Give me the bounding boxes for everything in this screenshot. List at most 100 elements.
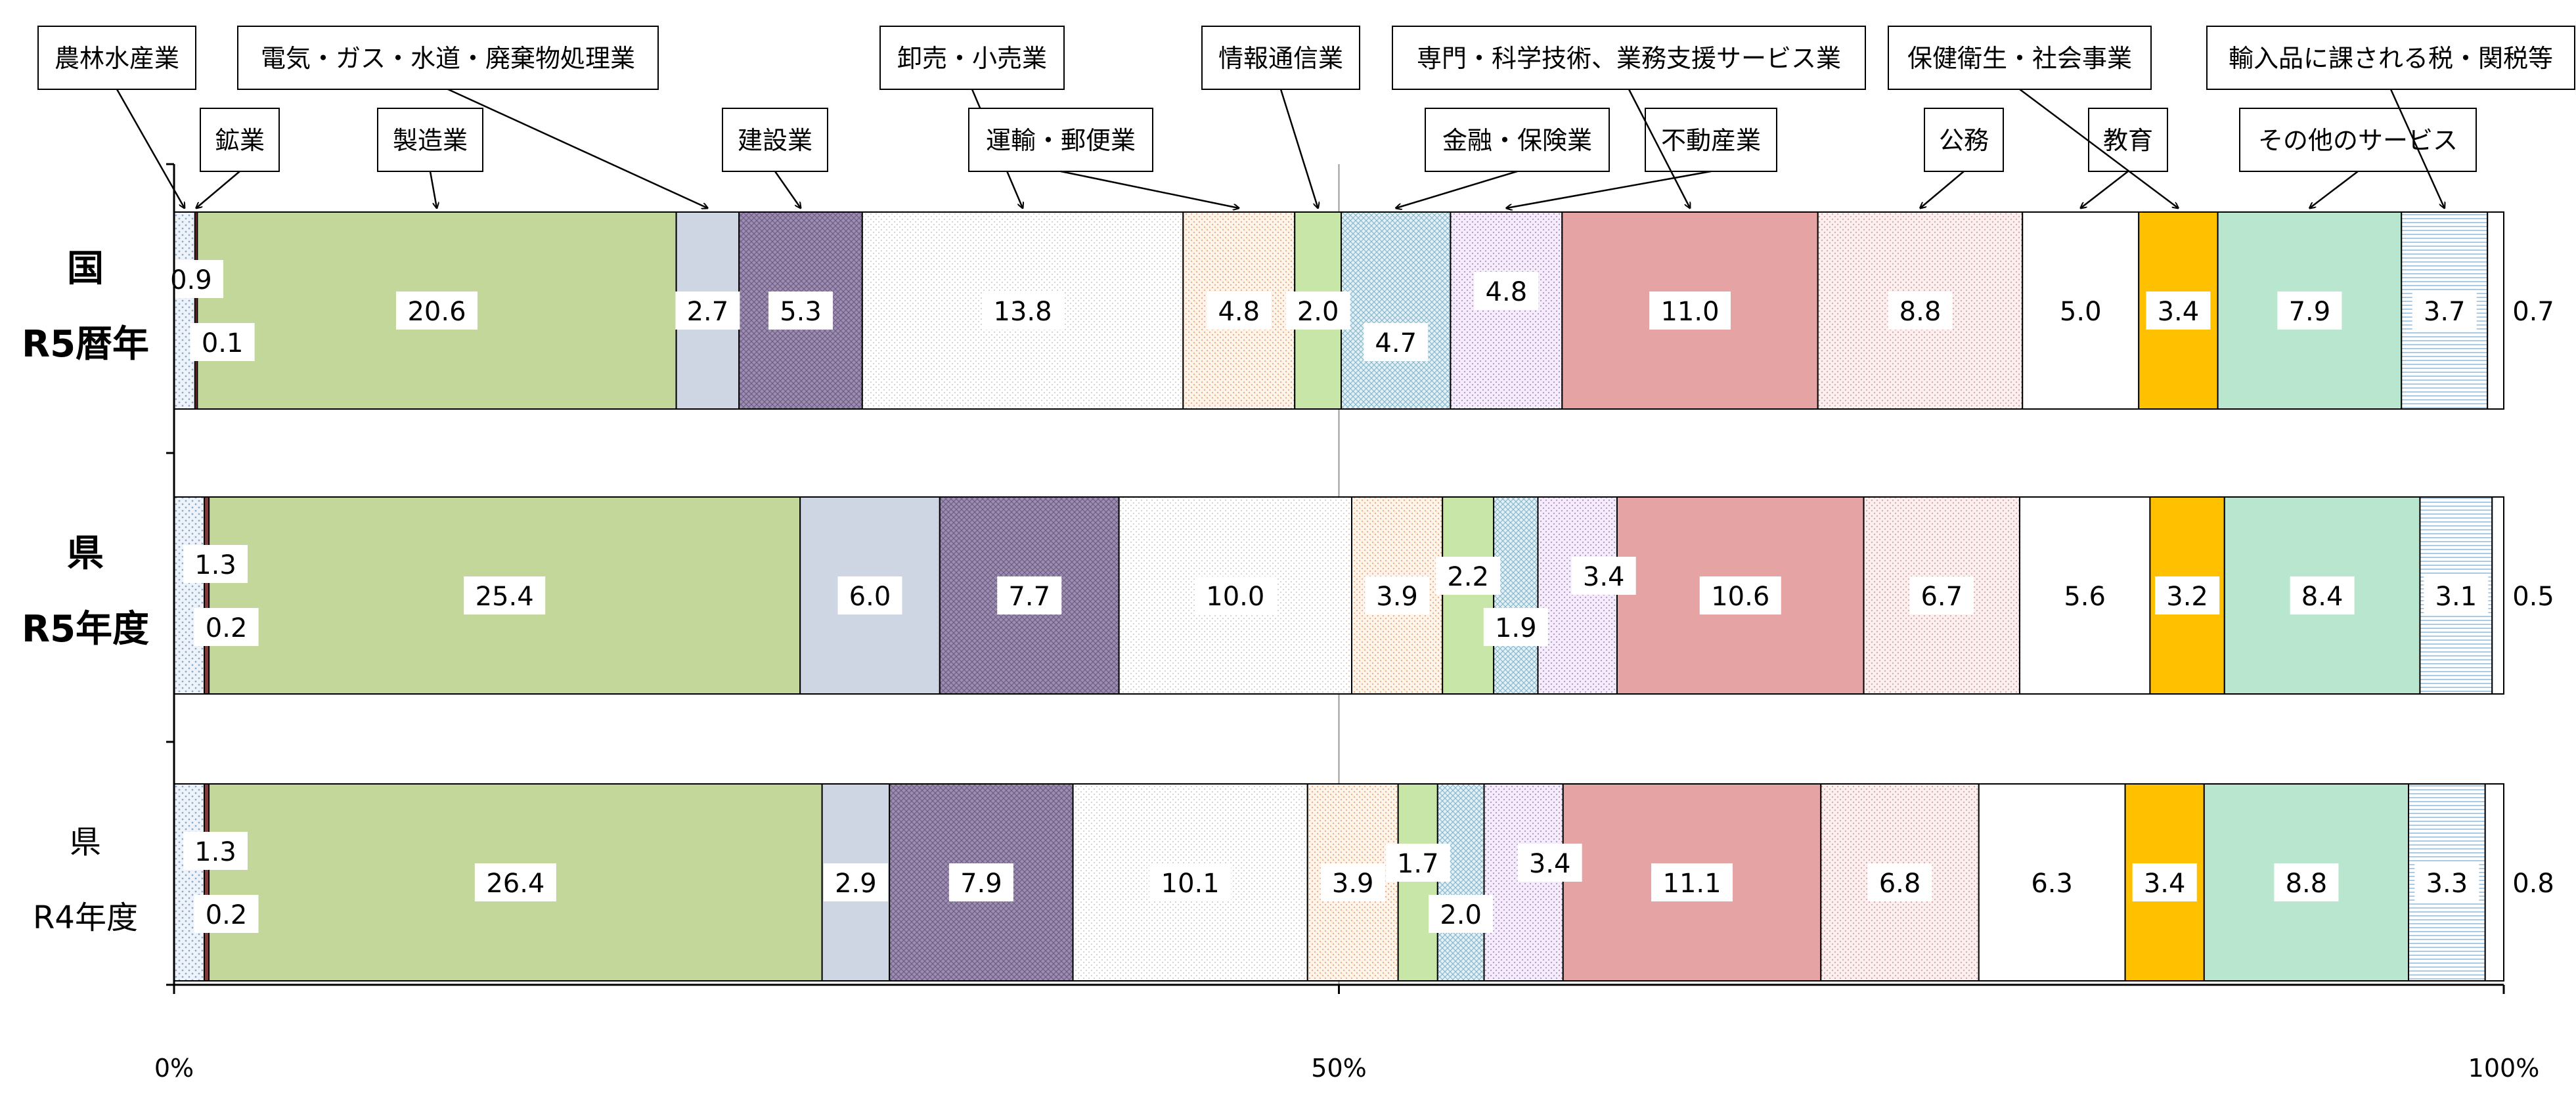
legend-arrow [116,89,185,208]
legend-arrow [1396,170,1518,208]
legend-callout: 公務 [1920,108,2004,208]
bar-segment [2484,783,2505,982]
legend-box [237,26,659,90]
data-label-text: 3.4 [2144,869,2186,899]
data-label: 3.9 [1365,576,1430,615]
legend-arrow [2309,171,2359,208]
data-label-box [1649,291,1731,330]
legend-label: 製造業 [393,126,468,155]
data-label: 3.7 [2412,291,2477,330]
legend-label: 卸売・小売業 [897,44,1047,73]
data-label: 8.8 [1888,291,1953,330]
data-label-text: 10.1 [1161,869,1220,899]
data-label-text: 3.1 [2435,582,2477,612]
data-label: 2.0 [1429,895,1494,933]
legend-label: 教育 [2103,126,2153,155]
data-label: 1.3 [183,832,248,870]
bar-segment [204,496,210,695]
data-label-box [2412,291,2477,330]
legend-arrow [2389,89,2445,208]
data-label: 6.0 [837,576,902,615]
legend-label: 保健衛生・社会事業 [1907,44,2132,73]
data-label-text: 2.9 [835,869,877,899]
data-label: 2.2 [1436,557,1501,595]
bar-segment [173,496,206,695]
data-label-box [1429,895,1494,933]
data-label-text: 4.8 [1218,297,1260,327]
category-label: R5年度 [22,608,149,651]
legend-arrow [1628,89,1690,208]
bar-segment [1118,496,1352,695]
data-label-text: 26.4 [486,869,544,899]
data-label-box [2020,863,2085,901]
data-label-text: 3.3 [2426,869,2468,899]
data-label-text: 3.9 [1376,582,1418,612]
data-label-text: 3.7 [2424,297,2466,327]
legend-box [1392,26,1866,90]
data-label: 6.7 [1909,576,1974,615]
data-label: 10.6 [1699,576,1781,615]
data-label-box [2048,291,2113,330]
data-label-text: 0.5 [2512,582,2554,612]
data-label-text: 3.4 [1529,849,1571,879]
data-label-text: 1.7 [1397,849,1439,879]
bar-segment [2491,496,2504,695]
data-label-text: 3.4 [2158,297,2200,327]
data-label-text: 5.3 [780,297,822,327]
data-label-box [1365,576,1430,615]
data-label-text: 0.1 [202,328,244,358]
x-tick-label: 50% [1311,1054,1366,1083]
data-label-box [1483,608,1548,646]
data-label-text: 2.2 [1447,562,1489,592]
legend-label: 情報通信業 [1218,44,1343,73]
data-label: 5.6 [2053,576,2118,615]
legend-callout: 金融・保険業 [1396,108,1610,208]
data-label-box [396,291,478,330]
data-label-text: 10.6 [1711,582,1769,612]
data-label-text: 0.9 [170,265,212,295]
legend-callout: 電気・ガス・水道・廃棄物処理業 [237,26,707,208]
bar-segment [1537,496,1618,695]
data-label-box [1909,576,1974,615]
data-label-box [2132,863,2197,901]
data-label-box [1651,863,1733,901]
data-label-text: 1.9 [1495,613,1537,643]
legend-arrow [2081,171,2129,208]
data-label: 2.9 [823,863,888,901]
data-label-box [982,291,1064,330]
data-label-text: 8.8 [1899,297,1942,327]
data-label-box [997,576,1062,615]
legend-callouts: 農林水産業鉱業製造業電気・ガス・水道・廃棄物処理業建設業卸売・小売業運輸・郵便業… [37,26,2575,208]
data-label: 3.4 [2146,291,2211,330]
data-label-text: 25.4 [476,582,534,612]
legend-label: 運輸・郵便業 [986,126,1136,155]
data-label-box [1385,844,1450,882]
data-label-box [2424,576,2489,615]
data-label: 25.4 [464,576,546,615]
legend-callout: 教育 [2081,108,2168,208]
x-tick-label: 0% [154,1054,194,1083]
legend-callout: その他のサービス [2239,108,2477,208]
data-label: 10.0 [1194,576,1276,615]
bars [173,211,2505,982]
data-label-box [823,863,888,901]
data-label: 2.0 [1285,291,1350,330]
data-label-text: 1.3 [194,837,236,867]
category-label: 県 [70,824,101,861]
data-label: 6.8 [1867,863,1932,901]
data-label: 1.9 [1483,608,1548,646]
data-label-box [1207,291,1272,330]
x-tick-label: 100% [2468,1054,2540,1083]
data-label: 26.4 [474,863,556,901]
data-label-text: 10.0 [1206,582,1264,612]
data-label-text: 0.2 [206,613,248,643]
data-label-text: 1.3 [194,550,236,580]
data-label-box [1517,844,1582,882]
legend-callout: 保健衛生・社会事業 [1888,26,2178,208]
data-label: 1.7 [1385,844,1450,882]
data-label-box [474,863,556,901]
data-label: 1.3 [183,545,248,583]
